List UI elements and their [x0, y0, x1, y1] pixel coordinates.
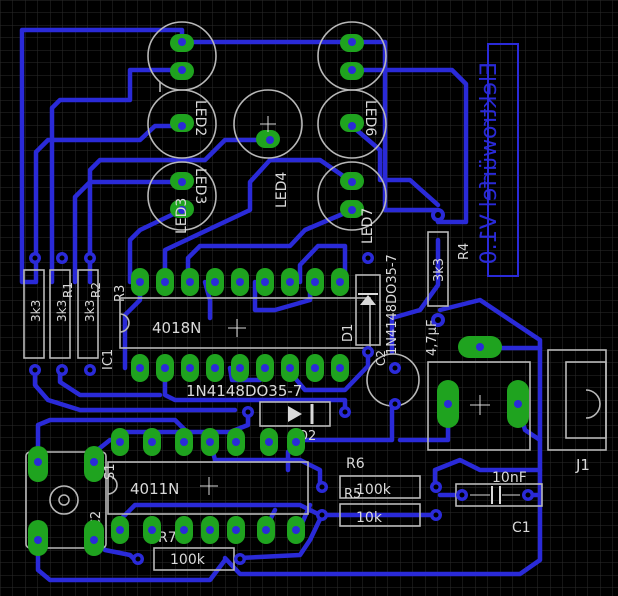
resistor-r2-value: 3k3	[55, 300, 69, 322]
resistor-r4: 3k3 R4	[427, 208, 472, 327]
led-3-lower-label: LED3	[174, 198, 190, 234]
led-7-label: LED7	[360, 208, 376, 244]
resistor-r7-label: R7	[158, 530, 177, 546]
diode-d1: D1 1N4148DO35-7	[341, 254, 400, 355]
switch-s1: S1	[25, 451, 118, 549]
diode-d2-value: 1N4148DO35-7	[186, 382, 302, 400]
led-4	[233, 89, 303, 159]
resistor-r5-label: R5	[344, 487, 361, 502]
switch-s1-label: S1	[103, 463, 118, 480]
resistor-r6-label: R6	[346, 456, 365, 472]
led-6: LED6	[317, 89, 387, 159]
diode-d1-value: 1N4148DO35-7	[385, 254, 400, 355]
resistor-r1-label: R1	[61, 282, 75, 298]
board-title: Elektrowürfel V1.0	[477, 43, 519, 277]
resistor-r5-value: 10k	[356, 510, 383, 526]
resistor-r4-label: R4	[457, 243, 472, 260]
connector-j1: J1	[427, 349, 607, 474]
pads	[28, 252, 534, 565]
diode-d1-label: D1	[341, 324, 356, 342]
led-2-label: LED2	[192, 100, 208, 136]
led-6-label: LED6	[362, 100, 378, 136]
led-1	[147, 21, 217, 92]
connector-j1-label: J1	[575, 456, 590, 474]
resistor-r6-value: 100k	[356, 482, 392, 498]
capacitor-c2-value: 4,7µF	[425, 320, 440, 356]
led-2: LED2	[147, 89, 217, 159]
capacitor-c2-label: C2	[374, 350, 388, 366]
resistor-r7-value: 100k	[170, 552, 206, 568]
led-4-label: LED4	[274, 172, 290, 208]
led-3-label: LED3	[192, 168, 208, 204]
resistor-r5: R5 10k	[339, 487, 421, 527]
resistor-r1-value: 3k3	[29, 300, 43, 322]
led-7: LED7	[317, 161, 387, 244]
resistor-r2-label: R2	[89, 282, 103, 298]
ic2-value: 4011N	[130, 480, 179, 498]
capacitor-c1-value: 10nF	[492, 470, 527, 486]
resistor-array-r1-r3: 3k3 3k3 3k3 R1 R2 R3	[23, 269, 128, 359]
led-3: LED3 LED3	[147, 161, 217, 234]
ic1-4018: 4018N IC1	[101, 297, 371, 370]
resistor-r3-value: 3k3	[83, 300, 97, 322]
diode-d2: 1N4148DO35-7 D2	[186, 382, 331, 444]
ic1-value: 4018N	[152, 319, 201, 337]
resistor-r6: R6 100k	[339, 456, 421, 499]
resistor-r4-value: 3k3	[432, 258, 447, 282]
board-title-text: Elektrowürfel V1.0	[477, 62, 502, 264]
capacitor-c1-label: C1	[512, 520, 531, 536]
ic1-label: IC1	[101, 349, 116, 370]
